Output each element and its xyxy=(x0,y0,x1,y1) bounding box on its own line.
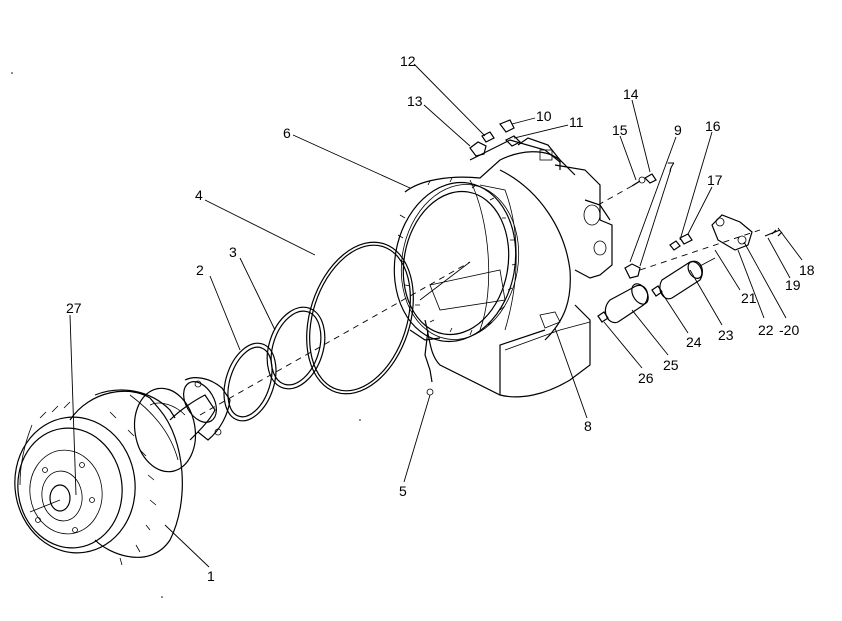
label-9: 9 xyxy=(674,122,682,138)
top-fittings-group xyxy=(469,119,522,157)
leader-lines xyxy=(69,63,803,568)
label-14: 14 xyxy=(623,86,639,102)
label-21: 21 xyxy=(741,290,757,306)
part-6-housing xyxy=(393,137,613,398)
label-23: 23 xyxy=(718,327,734,343)
label-5: 5 xyxy=(399,483,407,499)
scan-specks xyxy=(11,72,361,598)
part-3-o-ring xyxy=(266,306,326,390)
part-4-gasket-ring xyxy=(306,241,414,395)
label-19: 19 xyxy=(785,277,801,293)
label-6: 6 xyxy=(283,125,291,141)
fittings-group xyxy=(597,173,761,279)
label-2: 2 xyxy=(196,262,204,278)
part-2-small-o-ring xyxy=(223,342,277,422)
label-8: 8 xyxy=(584,418,592,434)
label-18: 18 xyxy=(799,262,815,278)
part-21-cover-plate xyxy=(711,214,783,251)
label-27: 27 xyxy=(66,300,82,316)
label-24: 24 xyxy=(686,334,702,350)
part-labels: 1 2 3 4 5 6 7 8 9 10 11 12 13 14 15 16 1… xyxy=(66,53,815,584)
part-25-filter-cartridge xyxy=(597,283,649,324)
label-17: 17 xyxy=(707,172,723,188)
label-22: 22 xyxy=(758,322,774,338)
label-26: 26 xyxy=(638,370,654,386)
label-3: 3 xyxy=(229,244,237,260)
label-11: 11 xyxy=(569,114,584,130)
label-20: -20 xyxy=(779,322,799,338)
label-13: 13 xyxy=(407,93,423,109)
label-16: 16 xyxy=(705,118,721,134)
label-15: 15 xyxy=(612,122,628,138)
label-4: 4 xyxy=(195,187,203,203)
label-12: 12 xyxy=(400,53,416,69)
label-10: 10 xyxy=(536,108,552,124)
part-torque-converter xyxy=(14,377,231,566)
assembly-axis-line xyxy=(199,261,471,416)
label-7: 7 xyxy=(667,159,675,175)
label-25: 25 xyxy=(663,357,679,373)
label-1: 1 xyxy=(207,568,215,584)
